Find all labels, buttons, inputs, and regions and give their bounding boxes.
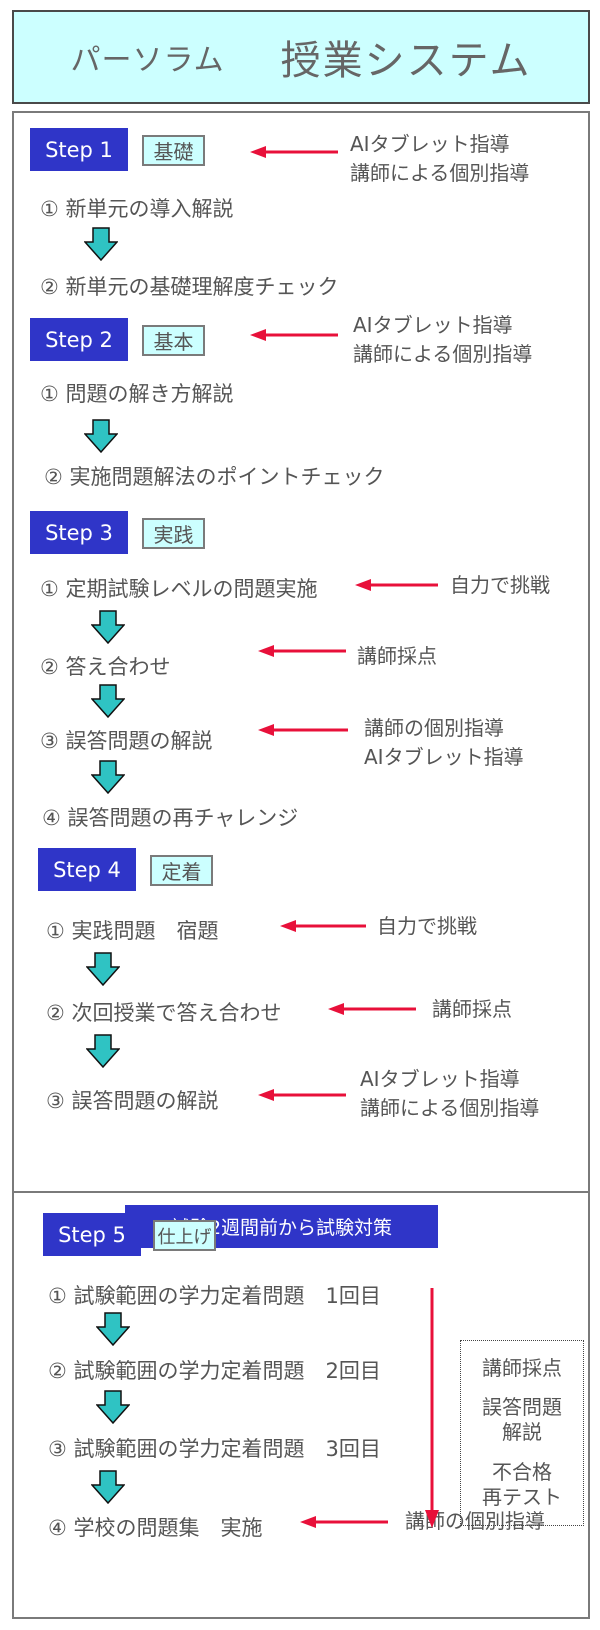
step-2-item-2: ② 実施問題解法のポイントチェック bbox=[44, 465, 385, 489]
red-arrow-icon bbox=[258, 1089, 346, 1101]
down-arrow-icon bbox=[91, 610, 125, 644]
step-1-note-2: 講師による個別指導 bbox=[350, 161, 530, 185]
step-4-note-3: AIタブレット指導 bbox=[360, 1067, 520, 1091]
step-4-tag: 定着 bbox=[150, 855, 213, 886]
down-arrow-icon bbox=[91, 684, 125, 718]
step-4-item-3: ③ 誤答問題の解説 bbox=[46, 1089, 219, 1113]
step-4-item-2: ② 次回授業で答え合わせ bbox=[46, 1001, 282, 1025]
step-3-note-2: 講師採点 bbox=[357, 644, 437, 668]
red-arrow-icon bbox=[250, 329, 338, 341]
step-2-tag: 基本 bbox=[142, 325, 205, 356]
step-5-label: Step 5 bbox=[43, 1213, 141, 1256]
step-3-label: Step 3 bbox=[30, 511, 128, 554]
red-down-arrow-icon bbox=[425, 1288, 439, 1528]
red-arrow-icon bbox=[258, 645, 346, 657]
step-5-item-1: ① 試験範囲の学力定着問題 1回目 bbox=[48, 1284, 381, 1308]
step-1-item-1: ① 新単元の導入解説 bbox=[40, 197, 234, 221]
step-3-tag: 実践 bbox=[142, 518, 205, 549]
down-arrow-icon bbox=[96, 1312, 130, 1346]
step-2-note-2: 講師による個別指導 bbox=[353, 342, 533, 366]
section-divider bbox=[13, 1191, 589, 1193]
step-5-item-3: ③ 試験範囲の学力定着問題 3回目 bbox=[48, 1437, 381, 1461]
red-arrow-icon bbox=[258, 724, 348, 736]
feedback-box: 講師採点 誤答問題解説 不合格再テスト bbox=[460, 1340, 584, 1526]
step-2-label: Step 2 bbox=[30, 318, 128, 361]
down-arrow-icon bbox=[91, 1470, 125, 1504]
step-3-note-1: 自力で挑戦 bbox=[450, 573, 550, 597]
red-arrow-icon bbox=[250, 146, 338, 158]
content-frame bbox=[12, 111, 590, 1619]
step-3-item-1: ① 定期試験レベルの問題実施 bbox=[40, 577, 318, 601]
step-1-tag: 基礎 bbox=[142, 135, 205, 166]
down-arrow-icon bbox=[86, 1034, 120, 1068]
red-arrow-icon bbox=[328, 1003, 416, 1015]
down-arrow-icon bbox=[84, 227, 118, 261]
red-arrow-icon bbox=[355, 579, 438, 591]
step-4-label: Step 4 bbox=[38, 848, 136, 891]
step-5-tag: 仕上げ bbox=[153, 1220, 216, 1251]
step-3-item-2: ② 答え合わせ bbox=[40, 655, 171, 679]
red-arrow-icon bbox=[300, 1516, 388, 1528]
brand-name: パーソラム bbox=[70, 43, 225, 78]
step-5-item-2: ② 試験範囲の学力定着問題 2回目 bbox=[48, 1359, 381, 1383]
step-1-item-2: ② 新単元の基礎理解度チェック bbox=[40, 275, 339, 299]
red-arrow-icon bbox=[280, 920, 366, 932]
step-1-label: Step 1 bbox=[30, 128, 128, 171]
step-4-item-1: ① 実践問題 宿題 bbox=[46, 919, 219, 943]
step-4-note-1: 自力で挑戦 bbox=[377, 914, 477, 938]
header-banner: パーソラム 授業システム bbox=[12, 10, 590, 104]
down-arrow-icon bbox=[84, 419, 118, 453]
step-3-item-3: ③ 誤答問題の解説 bbox=[40, 729, 213, 753]
step-4-note-2: 講師採点 bbox=[432, 997, 512, 1021]
step-3-note-4: AIタブレット指導 bbox=[364, 745, 524, 769]
down-arrow-icon bbox=[96, 1390, 130, 1424]
step-4-note-4: 講師による個別指導 bbox=[360, 1096, 540, 1120]
down-arrow-icon bbox=[86, 952, 120, 986]
step-3-note-3: 講師の個別指導 bbox=[364, 716, 504, 740]
step-5-item-4: ④ 学校の問題集 実施 bbox=[48, 1516, 263, 1540]
step-2-item-1: ① 問題の解き方解説 bbox=[40, 382, 234, 406]
step-1-note-1: AIタブレット指導 bbox=[350, 132, 510, 156]
step-2-note-1: AIタブレット指導 bbox=[353, 313, 513, 337]
down-arrow-icon bbox=[91, 760, 125, 794]
page-title: 授業システム bbox=[280, 38, 532, 84]
step-3-item-4: ④ 誤答問題の再チャレンジ bbox=[42, 806, 299, 830]
feedback-item-1: 講師採点 bbox=[482, 1356, 562, 1381]
feedback-item-3: 不合格再テスト bbox=[482, 1459, 562, 1509]
feedback-item-2: 誤答問題解説 bbox=[482, 1395, 562, 1445]
